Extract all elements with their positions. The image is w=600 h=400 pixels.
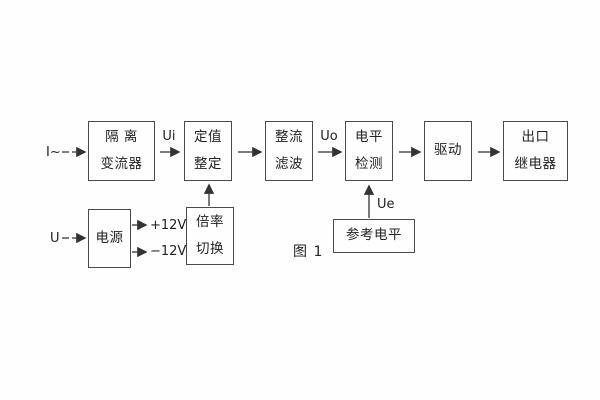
signal-ue-label: Ue xyxy=(377,197,395,212)
block-reference-level: 参考电平 xyxy=(333,219,415,253)
block-label-line: 电平 xyxy=(355,129,383,145)
block-level-detect: 电平 检测 xyxy=(345,121,393,181)
block-rectify-filter: 整流 滤波 xyxy=(265,121,313,181)
block-setting-adjust: 定值 整定 xyxy=(184,121,232,181)
block-label-line: 继电器 xyxy=(514,155,557,172)
voltage-input-label: U xyxy=(50,231,60,246)
block-label-line: 滤波 xyxy=(275,155,303,172)
block-drive: 驱动 xyxy=(424,121,472,181)
block-power-supply: 电源 xyxy=(88,209,131,268)
signal-ui-label: Ui xyxy=(162,129,176,144)
block-label-line: 整定 xyxy=(194,155,222,172)
block-label-line: 驱动 xyxy=(434,142,462,159)
block-label-line: 电源 xyxy=(95,229,124,246)
block-isolation-transformer: 隔 离 变流器 xyxy=(88,121,155,181)
figure-caption: 图 1 xyxy=(293,244,324,260)
block-label-line: 出口 xyxy=(521,129,550,145)
block-label-line: 整流 xyxy=(275,129,303,145)
block-label-line: 切换 xyxy=(196,240,224,257)
block-ratio-switch: 倍率 切换 xyxy=(186,207,234,265)
block-label-line: 定值 xyxy=(194,129,222,145)
block-label-line: 倍率 xyxy=(196,214,224,230)
current-input-label: I~ xyxy=(46,145,61,160)
block-output-relay: 出口 继电器 xyxy=(503,121,568,181)
signal-uo-label: Uo xyxy=(320,129,338,144)
rail-positive-12v-label: +12V xyxy=(150,218,187,233)
block-label-line: 检测 xyxy=(355,155,383,172)
block-label-line: 变流器 xyxy=(100,155,143,172)
block-label-line: 隔 离 xyxy=(105,129,138,145)
block-label-line: 参考电平 xyxy=(346,227,402,244)
rail-negative-12v-label: −12V xyxy=(150,244,187,259)
